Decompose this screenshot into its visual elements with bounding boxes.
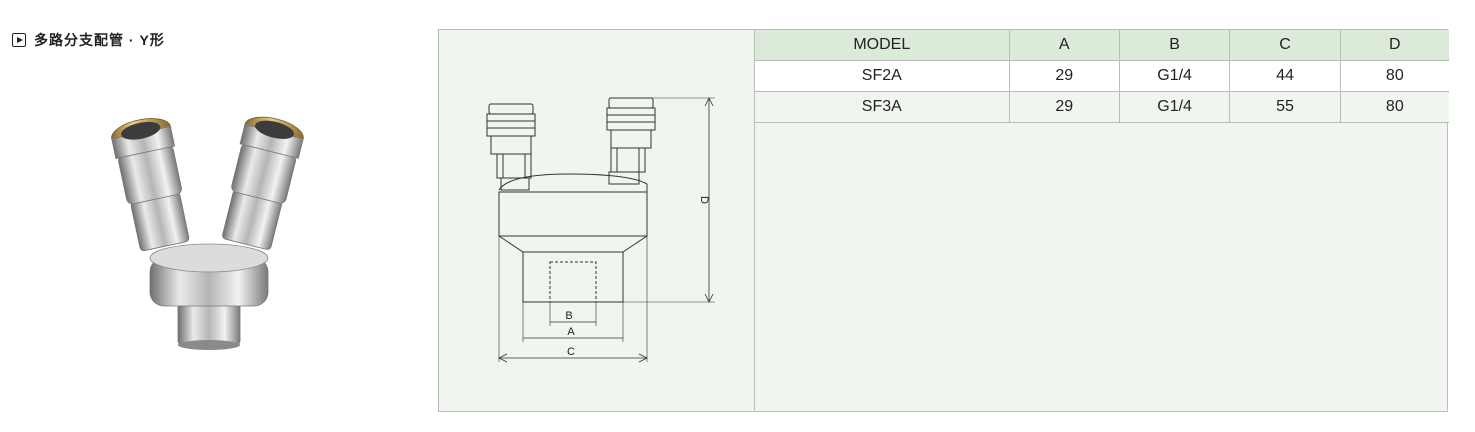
table-header-row: MODEL A B C D: [755, 30, 1449, 61]
table-row: SF2A 29 G1/4 44 80: [755, 60, 1449, 92]
column-header-model: MODEL: [755, 30, 1010, 61]
product-title: 多路分支配管 · Y形: [34, 32, 165, 48]
drawing-right-coupler: [606, 97, 656, 185]
dim-label-c: C: [567, 346, 575, 358]
column-header-c: C: [1229, 30, 1341, 61]
spec-panel: B A C D MODEL A B C D SF2A 29 G1/4 44 80…: [438, 29, 1449, 412]
cell-a: 29: [1008, 91, 1120, 123]
cell-b: G1/4: [1118, 91, 1231, 123]
product-heading: 多路分支配管 · Y形: [12, 30, 165, 50]
cell-d: 80: [1339, 91, 1449, 123]
drawing-left-coupler: [486, 103, 536, 191]
technical-drawing: B A C D: [486, 97, 715, 363]
cell-a: 29: [1008, 60, 1120, 92]
column-header-b: B: [1118, 30, 1231, 61]
cell-model: SF2A: [755, 60, 1010, 92]
cell-d: 80: [1339, 60, 1449, 92]
cell-b: G1/4: [1118, 60, 1231, 92]
cell-c: 55: [1229, 91, 1341, 123]
table-row: SF3A 29 G1/4 55 80: [755, 91, 1449, 123]
column-header-a: A: [1008, 30, 1120, 61]
product-photo: [111, 116, 304, 350]
dim-label-d: D: [698, 196, 710, 204]
column-header-d: D: [1339, 30, 1449, 61]
play-square-icon: [12, 33, 26, 47]
dim-label-a: A: [567, 326, 575, 338]
panel-divider: [754, 30, 755, 411]
dim-label-b: B: [565, 310, 572, 322]
spec-table: MODEL A B C D SF2A 29 G1/4 44 80 SF3A 29…: [755, 30, 1449, 123]
cell-c: 44: [1229, 60, 1341, 92]
cell-model: SF3A: [755, 91, 1010, 123]
